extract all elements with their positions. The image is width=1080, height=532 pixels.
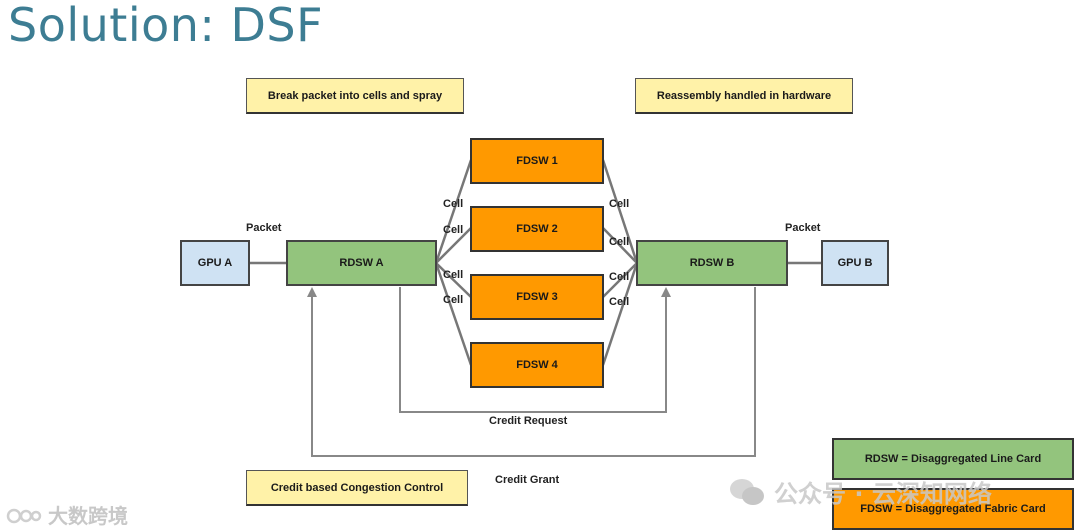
watermark-left-text: 大数跨境 xyxy=(48,504,128,528)
link-fdsw-2-rdsw-b xyxy=(602,227,638,264)
cell-label: Cell xyxy=(443,224,464,236)
credit-grant-path xyxy=(307,287,756,457)
page-title: Solution: DSF xyxy=(8,0,324,52)
packet-label-right: Packet xyxy=(785,222,821,234)
gpu-b: GPU B xyxy=(821,240,889,286)
fdsw-2: FDSW 2 xyxy=(470,206,604,252)
watermark-left: 大数跨境 xyxy=(6,500,128,529)
packet-label-left: Packet xyxy=(246,222,282,234)
link-rdsw-a-fdsw-4 xyxy=(434,262,473,366)
link-rdsw-a-fdsw-3 xyxy=(435,262,472,298)
watermark-right: 公众号 · 云深知网络 xyxy=(728,474,992,509)
note-reassembly: Reassembly handled in hardware xyxy=(635,78,853,114)
cell-label: Cell xyxy=(443,269,464,281)
cell-label: Cell xyxy=(443,198,464,210)
gpu-a: GPU A xyxy=(180,240,250,286)
link-fdsw-1-rdsw-b xyxy=(601,159,639,264)
link-rdsw-a-fdsw-1 xyxy=(434,159,473,264)
cell-label: Cell xyxy=(609,296,630,308)
legend-rdsw: RDSW = Disaggregated Line Card xyxy=(832,438,1074,480)
rdsw-b: RDSW B xyxy=(636,240,788,286)
credit-request-label: Credit Request xyxy=(489,415,568,427)
cell-label: Cell xyxy=(609,271,630,283)
note-spray: Break packet into cells and spray xyxy=(246,78,464,114)
watermark-right-text: 公众号 · 云深知网络 xyxy=(774,480,992,508)
brand-logo-icon xyxy=(6,506,42,524)
legend-fdsw: FDSW = Disaggregated Fabric Card xyxy=(832,488,1074,530)
credit-request-path xyxy=(399,287,671,413)
cell-label: Cell xyxy=(609,236,630,248)
fdsw-4: FDSW 4 xyxy=(470,342,604,388)
fdsw-3: FDSW 3 xyxy=(470,274,604,320)
cell-label: Cell xyxy=(443,294,464,306)
cell-label: Cell xyxy=(609,198,630,210)
note-congestion: Credit based Congestion Control xyxy=(246,470,468,506)
rdsw-a: RDSW A xyxy=(286,240,437,286)
credit-grant-label: Credit Grant xyxy=(495,474,560,486)
wechat-icon xyxy=(728,477,766,507)
link-rdsw-a-fdsw-2 xyxy=(435,227,472,264)
fdsw-1: FDSW 1 xyxy=(470,138,604,184)
link-fdsw-3-rdsw-b xyxy=(602,262,638,298)
link-fdsw-4-rdsw-b xyxy=(601,262,639,366)
